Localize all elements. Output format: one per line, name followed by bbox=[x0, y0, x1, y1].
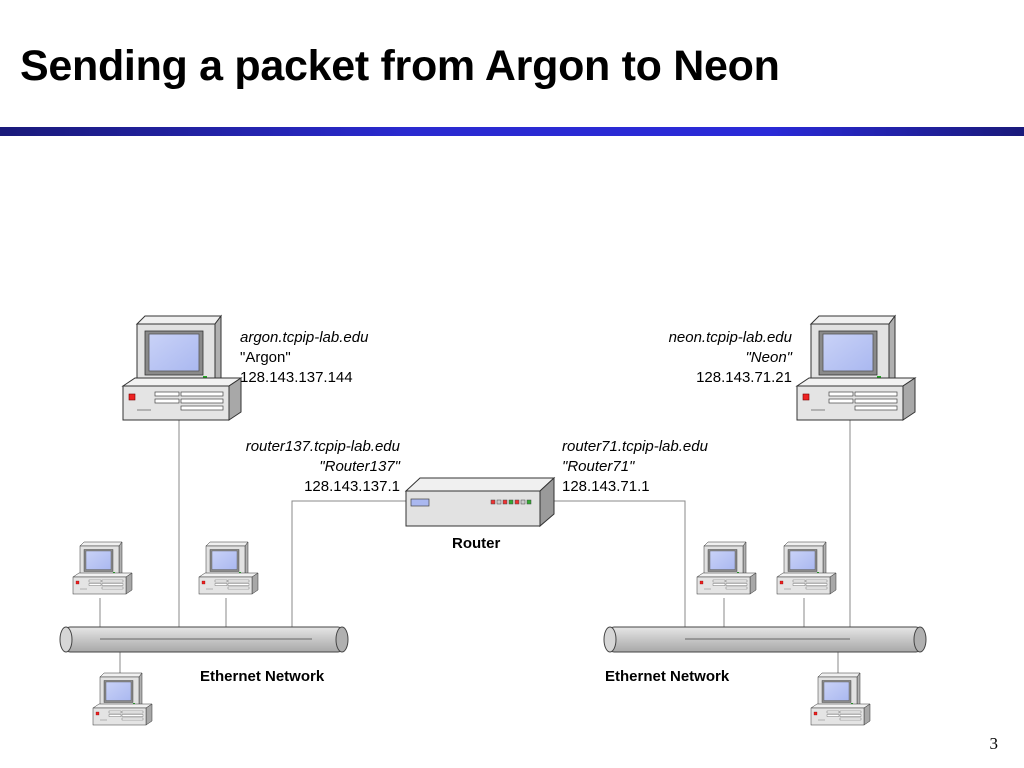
argon-label: argon.tcpip-lab.edu "Argon" 128.143.137.… bbox=[240, 328, 368, 388]
router137-label: router137.tcpip-lab.edu "Router137" 128.… bbox=[190, 437, 400, 497]
right-host-1-computer-icon bbox=[696, 541, 757, 595]
slide-title: Sending a packet from Argon to Neon bbox=[20, 42, 780, 90]
argon-computer-icon bbox=[122, 315, 242, 421]
page-number: 3 bbox=[989, 734, 999, 753]
right-ethernet-bus bbox=[603, 626, 927, 653]
argon-ip: 128.143.137.144 bbox=[240, 369, 353, 386]
right-host-2-computer-icon bbox=[776, 541, 837, 595]
right-network-caption: Ethernet Network bbox=[605, 668, 730, 685]
neon-label: neon.tcpip-lab.edu "Neon" 128.143.71.21 bbox=[600, 328, 792, 388]
router-icon bbox=[404, 476, 556, 528]
router137-ip: 128.143.137.1 bbox=[304, 478, 400, 495]
argon-fqdn: argon.tcpip-lab.edu bbox=[240, 329, 369, 346]
left-host-3-computer-icon bbox=[92, 672, 153, 726]
argon-alias: "Argon" bbox=[240, 349, 291, 366]
router137-alias: "Router137" bbox=[319, 458, 400, 475]
router71-alias: "Router71" bbox=[562, 458, 635, 475]
router-caption: Router bbox=[452, 535, 501, 552]
router71-label: router71.tcpip-lab.edu "Router71" 128.14… bbox=[562, 437, 708, 497]
neon-alias: "Neon" bbox=[745, 349, 792, 366]
router137-fqdn: router137.tcpip-lab.edu bbox=[245, 438, 400, 455]
neon-ip: 128.143.71.21 bbox=[696, 369, 792, 386]
left-ethernet-bus bbox=[59, 626, 349, 653]
left-network-caption: Ethernet Network bbox=[200, 668, 325, 685]
neon-computer-icon bbox=[796, 315, 916, 421]
title-rule bbox=[0, 127, 1024, 136]
left-host-2-computer-icon bbox=[198, 541, 259, 595]
right-host-3-computer-icon bbox=[810, 672, 871, 726]
router71-fqdn: router71.tcpip-lab.edu bbox=[562, 438, 708, 455]
router71-ip: 128.143.71.1 bbox=[562, 478, 650, 495]
neon-fqdn: neon.tcpip-lab.edu bbox=[668, 329, 792, 346]
left-host-1-computer-icon bbox=[72, 541, 133, 595]
